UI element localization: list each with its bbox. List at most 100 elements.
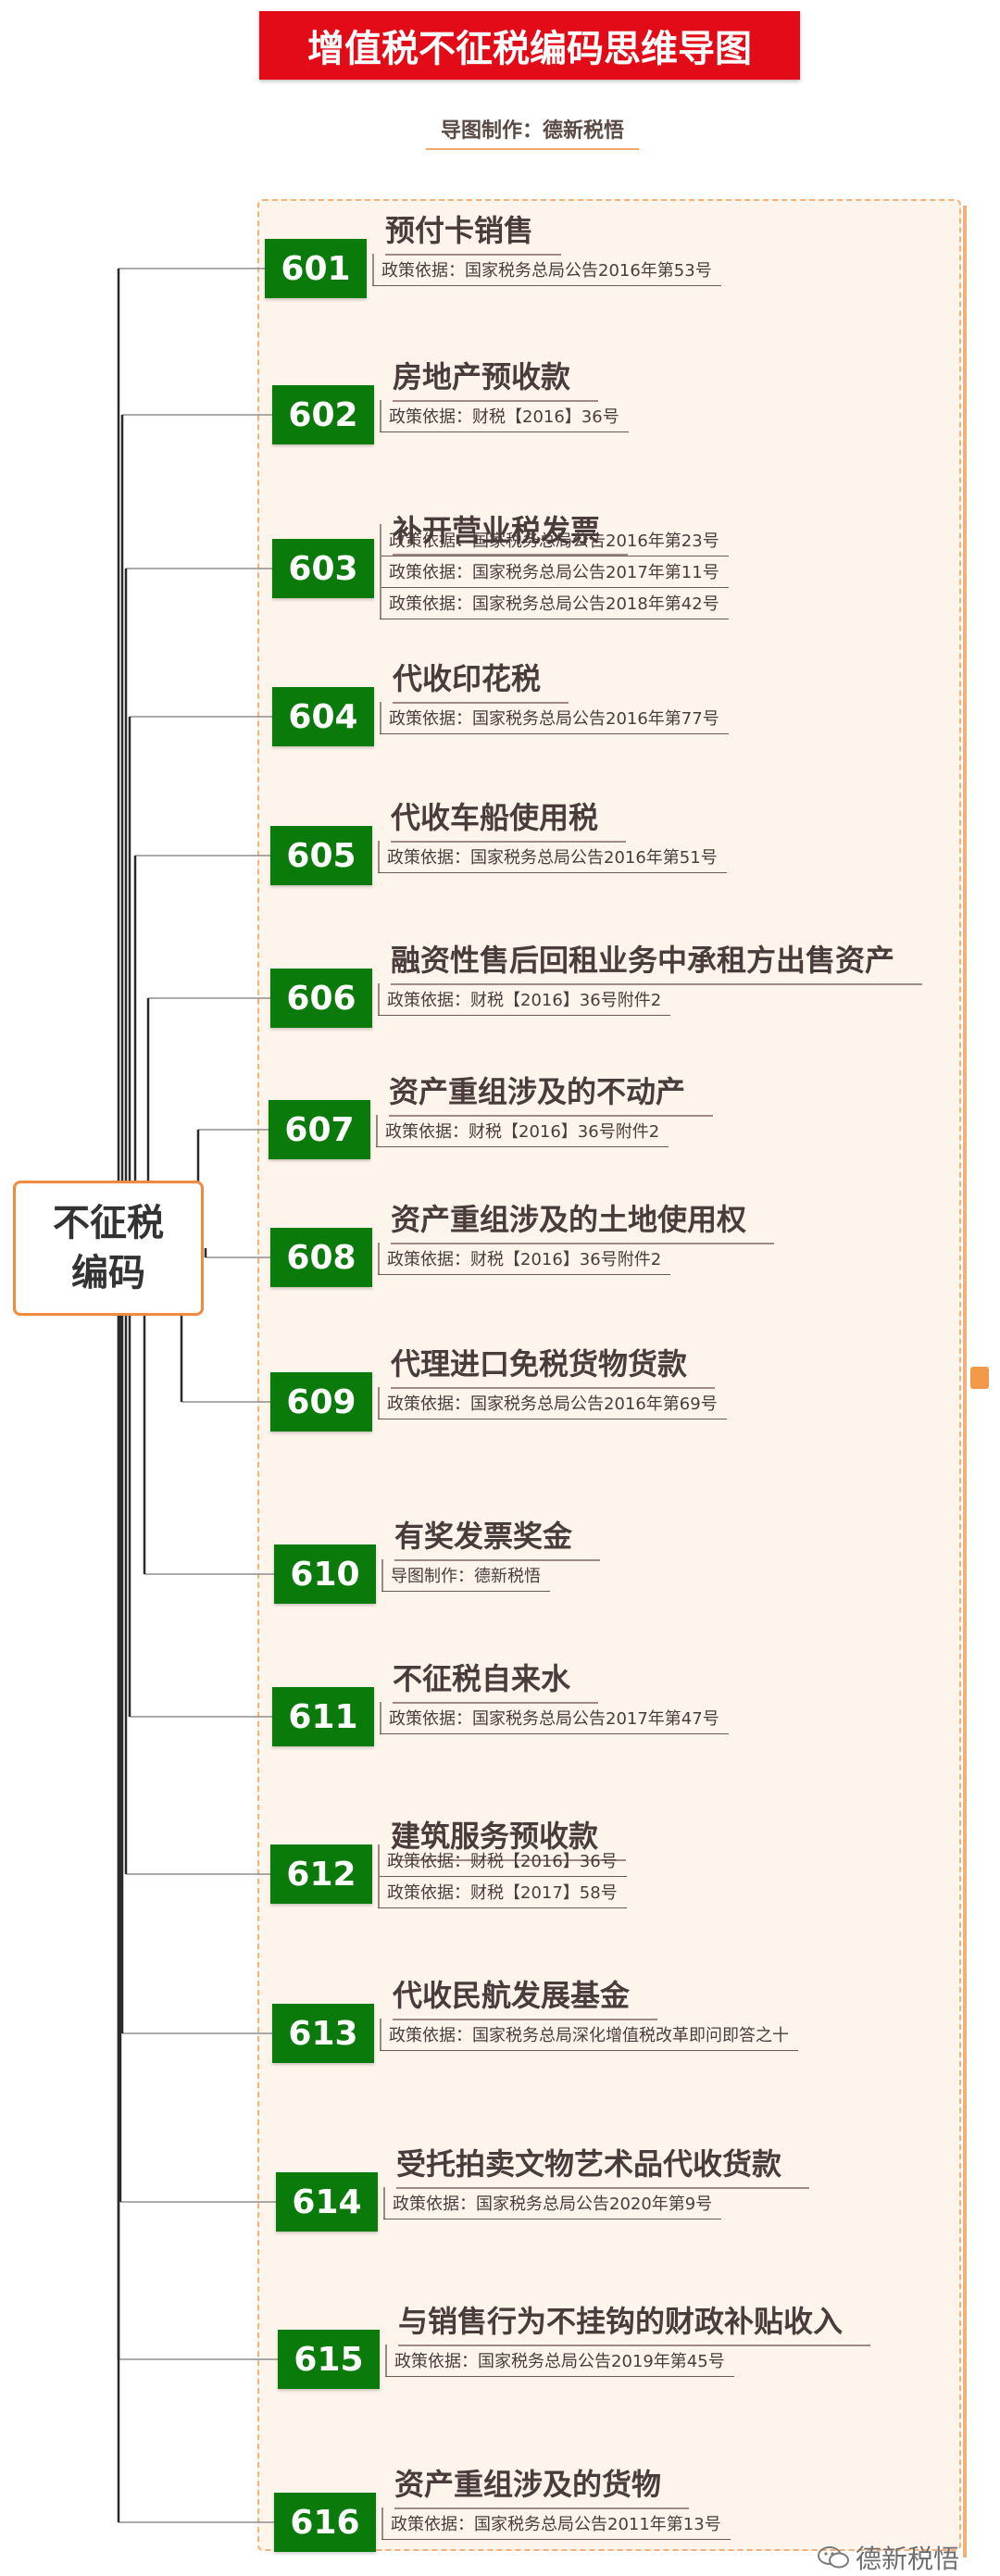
policy-bar [376, 1115, 378, 1146]
code-badge[interactable]: 610 [274, 1544, 376, 1604]
branch-topic: 补开营业税发票 [393, 507, 629, 556]
policy-text: 政策依据：国家税务总局公告2020年第9号 [393, 2195, 713, 2214]
policy-text: 政策依据：国家税务总局公告2016年第53号 [381, 261, 712, 281]
policy-text: 政策依据：财税【2016】36号附件2 [387, 1250, 662, 1269]
branch-topic: 不征税自来水 [393, 1656, 599, 1704]
policy-basis: 政策依据：国家税务总局公告2019年第45号 [385, 2345, 734, 2377]
code-badge[interactable]: 607 [269, 1100, 370, 1159]
policy-basis: 政策依据：财税【2016】36号 [380, 400, 629, 432]
policy-text: 政策依据：财税【2017】58号 [387, 1883, 618, 1903]
policy-text: 政策依据：财税【2016】36号 [387, 1852, 618, 1871]
policy-bar [378, 841, 380, 872]
code-badge[interactable]: 602 [272, 385, 374, 444]
policy-basis: 政策依据：国家税务总局公告2016年第23号 [380, 524, 729, 556]
root-line-1: 不征税 [53, 1202, 164, 1244]
code-badge[interactable]: 609 [270, 1372, 372, 1432]
policy-basis: 导图制作：德新税悟 [381, 1559, 550, 1592]
policy-basis: 政策依据：国家税务总局公告2016年第51号 [378, 841, 727, 873]
policy-basis: 政策依据：国家税务总局公告2018年第42号 [380, 587, 729, 619]
branch-topic: 建筑服务预收款 [391, 1813, 627, 1861]
policy-basis: 政策依据：财税【2016】36号附件2 [378, 983, 671, 1016]
policy-basis: 政策依据：财税【2016】36号附件2 [376, 1115, 669, 1147]
policy-basis: 政策依据：国家税务总局公告2016年第69号 [378, 1387, 727, 1419]
policy-bar [380, 556, 381, 587]
branch-topic: 代收车船使用税 [391, 794, 627, 843]
policy-text: 政策依据：国家税务总局公告2016年第77号 [389, 709, 719, 729]
watermark: 德新税悟 [817, 2539, 959, 2576]
policy-basis: 政策依据：国家税务总局公告2016年第53号 [372, 254, 721, 286]
branch-topic: 资产重组涉及的货物 [394, 2461, 690, 2509]
watermark-text: 德新税悟 [856, 2544, 960, 2574]
policy-bar [383, 2187, 385, 2219]
code-badge[interactable]: 605 [270, 826, 372, 885]
branch-topic: 融资性售后回租业务中承租方出售资产 [391, 937, 923, 985]
root-node[interactable]: 不征税编码 [13, 1181, 204, 1316]
code-badge[interactable]: 601 [265, 239, 367, 298]
page-title: 增值税不征税编码思维导图 [259, 11, 800, 80]
branch-topic: 受托拍卖文物艺术品代收货款 [396, 2141, 810, 2189]
policy-bar [378, 1876, 380, 1907]
policy-basis: 政策依据：国家税务总局公告2016年第77号 [380, 702, 729, 734]
code-badge[interactable]: 611 [272, 1687, 374, 1746]
branch-topic: 资产重组涉及的土地使用权 [391, 1196, 775, 1244]
policy-bar [380, 587, 381, 619]
policy-bar [378, 1844, 380, 1876]
policy-text: 政策依据：国家税务总局公告2017年第47号 [389, 1709, 719, 1729]
policy-bar [385, 2345, 387, 2376]
code-badge[interactable]: 604 [272, 687, 374, 746]
policy-text: 政策依据：国家税务总局公告2016年第51号 [387, 848, 718, 868]
code-badge[interactable]: 613 [272, 2004, 374, 2063]
branch-topic: 代收民航发展基金 [393, 1972, 658, 2020]
policy-text: 政策依据：财税【2016】36号附件2 [387, 991, 662, 1010]
branch-topic: 预付卡销售 [385, 207, 562, 256]
code-badge[interactable]: 608 [270, 1228, 372, 1287]
policy-bar [380, 524, 381, 556]
policy-bar [381, 2507, 383, 2539]
branch-topic: 代理进口免税货物货款 [391, 1341, 716, 1389]
policy-basis: 政策依据：国家税务总局公告2011年第13号 [381, 2507, 731, 2540]
policy-bar [380, 1702, 381, 1733]
policy-text: 政策依据：国家税务总局公告2016年第23号 [389, 531, 719, 551]
policy-text: 政策依据：财税【2016】36号 [389, 407, 619, 427]
policy-basis: 政策依据：国家税务总局公告2017年第47号 [380, 1702, 729, 1734]
wechat-icon [818, 2546, 849, 2569]
policy-text: 政策依据：国家税务总局公告2016年第69号 [387, 1394, 718, 1414]
policy-bar [380, 400, 381, 431]
policy-bar [378, 1243, 380, 1274]
code-badge[interactable]: 603 [272, 539, 374, 598]
policy-text: 导图制作：德新税悟 [391, 1567, 541, 1586]
policy-basis: 政策依据：国家税务总局深化增值税改革即问即答之十 [380, 2019, 798, 2051]
policy-bar [378, 983, 380, 1015]
code-badge[interactable]: 606 [270, 969, 372, 1028]
code-badge[interactable]: 612 [270, 1844, 372, 1904]
policy-bar [378, 1387, 380, 1419]
mindmap-panel [257, 199, 961, 2551]
panel-right-border [963, 206, 967, 2557]
code-badge[interactable]: 616 [274, 2493, 376, 2552]
branch-topic: 与销售行为不挂钩的财政补贴收入 [398, 2298, 871, 2346]
policy-bar [372, 254, 374, 285]
policy-basis: 政策依据：财税【2016】36号 [378, 1844, 627, 1877]
policy-text: 政策依据：财税【2016】36号附件2 [385, 1122, 660, 1142]
policy-bar [380, 702, 381, 733]
code-badge[interactable]: 614 [276, 2172, 378, 2232]
policy-text: 政策依据：国家税务总局公告2017年第11号 [389, 563, 719, 582]
policy-text: 政策依据：国家税务总局公告2018年第42号 [389, 594, 719, 614]
branch-topic: 房地产预收款 [393, 354, 599, 402]
policy-basis: 政策依据：国家税务总局公告2020年第9号 [383, 2187, 722, 2220]
policy-text: 政策依据：国家税务总局公告2011年第13号 [391, 2515, 721, 2534]
policy-text: 政策依据：国家税务总局公告2019年第45号 [394, 2352, 725, 2371]
policy-bar [380, 2019, 381, 2050]
branch-topic: 资产重组涉及的不动产 [389, 1069, 714, 1117]
collapse-toggle[interactable] [970, 1367, 989, 1389]
policy-bar [381, 1559, 383, 1591]
policy-basis: 政策依据：国家税务总局公告2017年第11号 [380, 556, 729, 588]
policy-text: 政策依据：国家税务总局深化增值税改革即问即答之十 [389, 2026, 789, 2045]
branch-topic: 有奖发票奖金 [394, 1513, 601, 1561]
code-badge[interactable]: 615 [278, 2330, 380, 2389]
policy-basis: 政策依据：财税【2017】58号 [378, 1876, 627, 1908]
root-line-2: 编码 [71, 1252, 145, 1294]
author-subtitle: 导图制作：德新税悟 [426, 109, 639, 150]
policy-basis: 政策依据：财税【2016】36号附件2 [378, 1243, 671, 1275]
